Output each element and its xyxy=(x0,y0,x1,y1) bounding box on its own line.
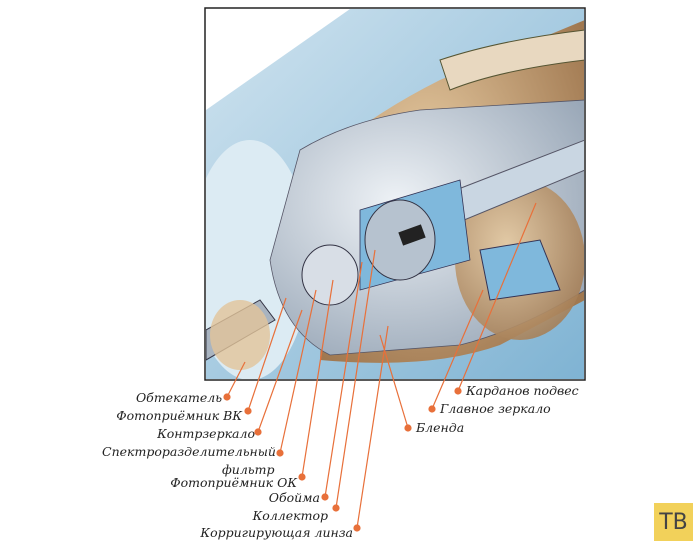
label-spektro-line2: фильтр xyxy=(222,462,275,477)
label-glavnoe-zerkalo: Главное зеркало xyxy=(440,401,551,416)
illustration-frame xyxy=(204,7,586,381)
label-kardanov-podves: Карданов подвес xyxy=(466,383,579,398)
label-kontrzerkalo: Контрзеркало xyxy=(157,426,255,441)
label-fotopriemnik-ok: Фотоприёмник ОК xyxy=(170,475,297,490)
leader-lines xyxy=(223,202,537,532)
label-kollektor: Коллектор xyxy=(252,508,328,523)
label-blenda: Бленда xyxy=(416,420,465,435)
label-linza: Корригирующая линза xyxy=(200,525,353,540)
label-spektro: Спектроразделительный xyxy=(102,444,276,459)
label-oboima: Обойма xyxy=(268,490,320,505)
label-fotopriemnik-vk: Фотоприёмник ВК xyxy=(116,408,242,423)
site-logo-badge: ТВ xyxy=(654,503,693,541)
label-obtekatel: Обтекатель xyxy=(135,390,222,405)
